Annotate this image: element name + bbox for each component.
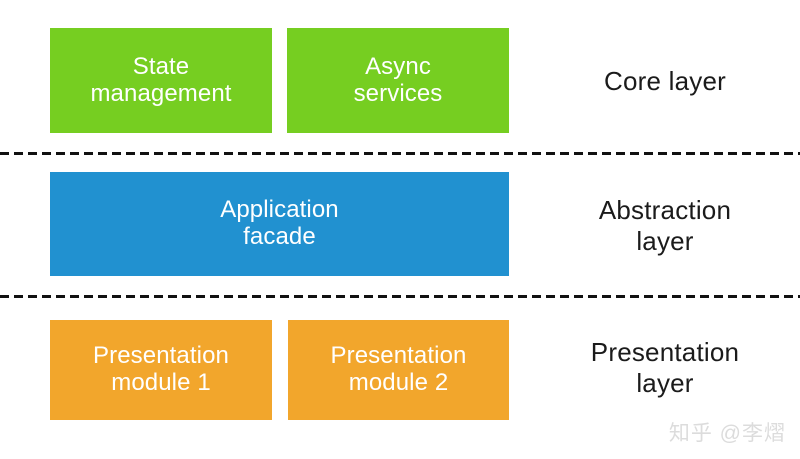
presentation-layer-caption: Presentation layer <box>590 337 740 398</box>
core-layer-block-state-management: State management <box>50 28 272 133</box>
abstraction-layer-caption: Abstraction layer <box>598 195 732 256</box>
watermark: 知乎 @李熠 <box>668 422 786 445</box>
presentation-layer-block-module-2: Presentation module 2 <box>288 320 509 420</box>
core-layer-block-async-services: Async services <box>287 28 509 133</box>
presentation-layer-block-module-1: Presentation module 1 <box>50 320 272 420</box>
abstraction-layer-block-application-facade: Application facade <box>50 172 509 276</box>
layer-separator-top <box>0 152 800 155</box>
core-layer-caption: Core layer <box>604 66 726 96</box>
layer-separator-bottom <box>0 295 800 298</box>
